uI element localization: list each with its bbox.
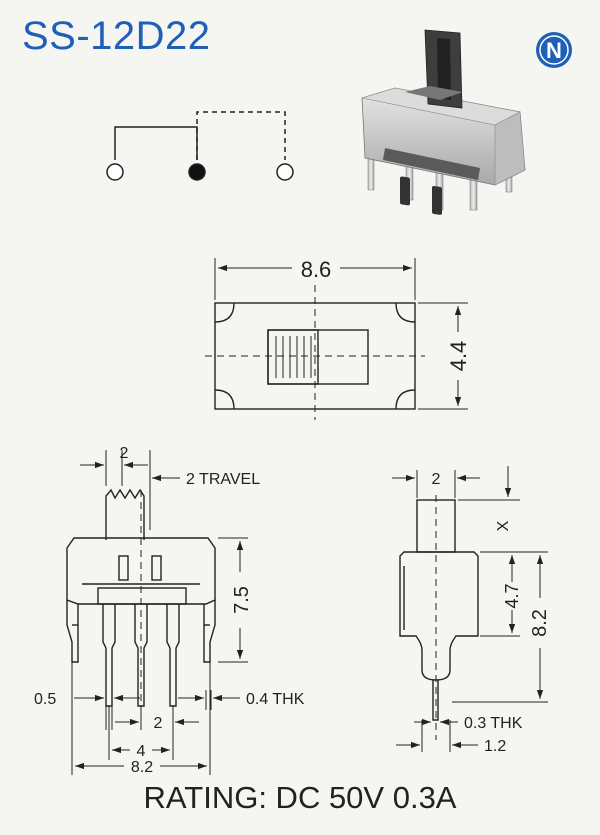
- slide-knob: [267, 329, 319, 385]
- terminal-left: [106, 163, 124, 181]
- mount-leg-left: [66, 600, 79, 663]
- front-actuator: [105, 488, 145, 540]
- front-window: [151, 555, 162, 581]
- terminal-right: [276, 163, 294, 181]
- side-actuator-width-dim: 2: [432, 471, 441, 488]
- switch-schematic: [106, 111, 294, 181]
- front-actuator-width-dim: 2: [120, 445, 129, 462]
- top-view: [205, 258, 468, 420]
- overall-width-dim: 8.2: [131, 759, 153, 776]
- corner-mark: [395, 302, 416, 323]
- side-body: [399, 551, 479, 681]
- terminal-common: [188, 163, 206, 181]
- pin-pitch-dim: 2: [154, 715, 163, 732]
- corner-mark: [214, 302, 235, 323]
- top-height-dim: 4.4: [446, 341, 471, 372]
- photo-window: [400, 176, 410, 206]
- corner-mark: [214, 389, 235, 410]
- brand-logo: N: [534, 30, 574, 75]
- front-height-dim: 7.5: [231, 586, 253, 614]
- front-view: [66, 450, 248, 775]
- corner-mark: [395, 389, 416, 410]
- travel-dim: 2 TRAVEL: [186, 471, 260, 488]
- mount-leg-right: [203, 600, 216, 663]
- front-window: [118, 555, 129, 581]
- side-total-height-dim: 8.2: [529, 609, 551, 637]
- top-width-dim: 8.6: [301, 257, 332, 282]
- front-pin-right: [166, 604, 180, 707]
- pin-width-dim: 0.5: [34, 691, 56, 708]
- side-pin: [432, 680, 439, 721]
- part-number-title: SS-12D22: [22, 14, 211, 58]
- front-base: [97, 587, 187, 605]
- product-photo: [361, 29, 526, 215]
- front-pin-left: [102, 604, 116, 707]
- side-body-height-dim: 4.7: [502, 583, 522, 608]
- side-x-dim: X: [495, 520, 512, 531]
- side-view: [392, 466, 548, 752]
- pin-thickness-dim: 0.4 THK: [246, 691, 305, 708]
- logo-circle: [536, 32, 572, 68]
- side-pin-offset-dim: 1.2: [484, 738, 506, 755]
- front-body: [66, 537, 216, 605]
- dashed-contact-line: [196, 111, 286, 160]
- outer-pin-span-dim: 4: [137, 743, 146, 760]
- solid-contact-line: [114, 126, 198, 160]
- rating-text: RATING: DC 50V 0.3A: [143, 780, 457, 815]
- photo-window: [432, 185, 442, 215]
- logo-letter: N: [546, 38, 562, 63]
- side-pin-thickness-dim: 0.3 THK: [464, 715, 523, 732]
- front-pin-center: [134, 604, 148, 707]
